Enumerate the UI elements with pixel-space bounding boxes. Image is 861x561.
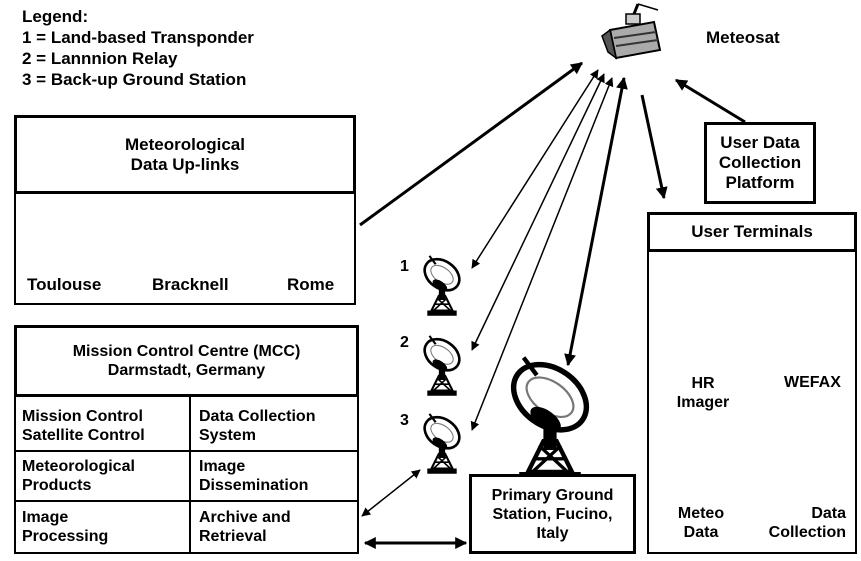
legend-item-2: 2 = Lannnion Relay <box>22 49 178 68</box>
legend: Legend: 1 = Land-based Transponder 2 = L… <box>22 6 254 90</box>
mcc-cell-data-collection: Data Collection System <box>199 408 316 444</box>
station-label-toulouse: Toulouse <box>27 275 102 294</box>
station-label-rome: Rome <box>287 275 335 294</box>
mcc-cell-archive-retrieval: Archive and Retrieval <box>199 509 291 545</box>
primary-station-box: Primary Ground Station, Fucino, Italy <box>469 474 636 554</box>
terminal-label-hr-imager: HR Imager <box>676 375 730 411</box>
mcc-column-divider <box>189 397 191 554</box>
transponder-2-dish-icon <box>417 331 467 398</box>
user-terminals-title: User Terminals <box>647 212 857 252</box>
mcc-row-divider-1 <box>14 450 359 452</box>
terminal-label-data-collection: Data Collection <box>768 505 846 541</box>
legend-item-1: 1 = Land-based Transponder <box>22 28 254 47</box>
mcc-cell-mission-control: Mission Control Satellite Control <box>22 408 145 444</box>
transponder-number-1: 1 <box>400 258 409 275</box>
user-terminals-group <box>647 212 857 554</box>
user-data-platform-box: User Data Collection Platform <box>704 122 816 204</box>
mcc-cell-image-dissemination: Image Dissemination <box>199 458 309 494</box>
meteosat-label: Meteosat <box>706 28 780 47</box>
station-label-bracknell: Bracknell <box>152 275 229 294</box>
transponder-number-3: 3 <box>400 412 409 429</box>
mcc-cell-meteorological-products: Meteorological Products <box>22 458 135 494</box>
legend-item-3: 3 = Back-up Ground Station <box>22 70 247 89</box>
satellite-icon <box>601 3 662 60</box>
mcc-title-box: Mission Control Centre (MCC) Darmstadt, … <box>14 325 359 397</box>
transponder-1-dish-icon <box>417 251 467 318</box>
primary-station-dish-icon <box>501 351 599 483</box>
mcc-cell-image-processing: Image Processing <box>22 509 109 545</box>
transponder-number-2: 2 <box>400 334 409 351</box>
legend-title: Legend: <box>22 7 89 26</box>
uplinks-title-box: Meteorological Data Up-links <box>14 115 356 194</box>
mcc-row-divider-2 <box>14 500 359 502</box>
terminal-label-wefax: WEFAX <box>784 374 841 391</box>
terminal-label-meteo-data: Meteo Data <box>677 505 725 541</box>
transponder-3-dish-icon <box>417 409 467 476</box>
